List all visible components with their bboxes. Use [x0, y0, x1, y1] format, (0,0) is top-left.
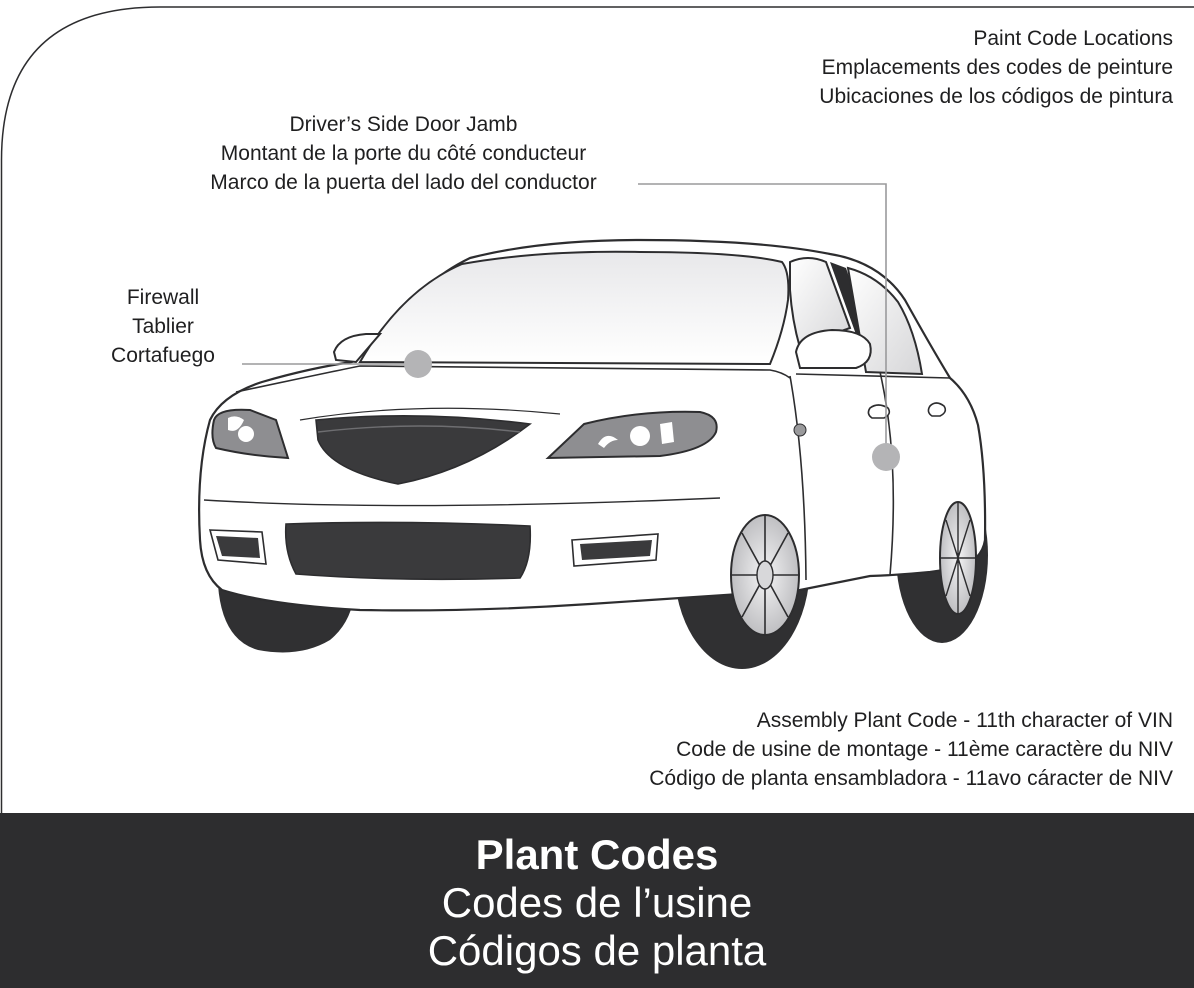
rear-right-wheel [939, 501, 977, 615]
footer-title-en: Plant Codes [475, 831, 719, 878]
door-jamb-fr: Montant de la porte du côté conducteur [220, 142, 587, 165]
assembly-plant-label: Assembly Plant Code - 11th character of … [649, 706, 1173, 793]
footer-title-es: Códigos de planta [427, 927, 767, 974]
car-body [198, 238, 987, 612]
firewall-marker [404, 350, 432, 378]
footer-title-fr: Codes de l’usine [441, 879, 753, 926]
assembly-plant-fr: Code de usine de montage - 11ème caractè… [676, 738, 1173, 761]
firewall-label: Firewall Tablier Cortafuego [98, 283, 228, 370]
firewall-fr: Tablier [132, 315, 194, 338]
front-right-wheel [730, 514, 800, 636]
paint-code-locations-es: Ubicaciones de los códigos de pintura [819, 85, 1173, 108]
firewall-es: Cortafuego [111, 344, 215, 367]
door-jamb-label: Driver’s Side Door Jamb Montant de la po… [176, 110, 631, 197]
paint-code-locations-en: Paint Code Locations [973, 27, 1173, 50]
assembly-plant-en: Assembly Plant Code - 11th character of … [756, 709, 1173, 732]
door-jamb-en: Driver’s Side Door Jamb [289, 113, 518, 136]
firewall-en: Firewall [126, 286, 200, 309]
paint-code-locations-fr: Emplacements des codes de peinture [821, 56, 1173, 79]
leader-lines [242, 183, 887, 456]
footer-banner: Plant Codes Codes de l’usine Códigos de … [0, 813, 1194, 988]
door-jamb-es: Marco de la puerta del lado del conducto… [210, 171, 597, 194]
assembly-plant-es: Código de planta ensambladora - 11avo cá… [649, 767, 1173, 790]
door-jamb-marker [872, 443, 900, 471]
paint-code-locations-label: Paint Code Locations Emplacements des co… [819, 24, 1173, 111]
